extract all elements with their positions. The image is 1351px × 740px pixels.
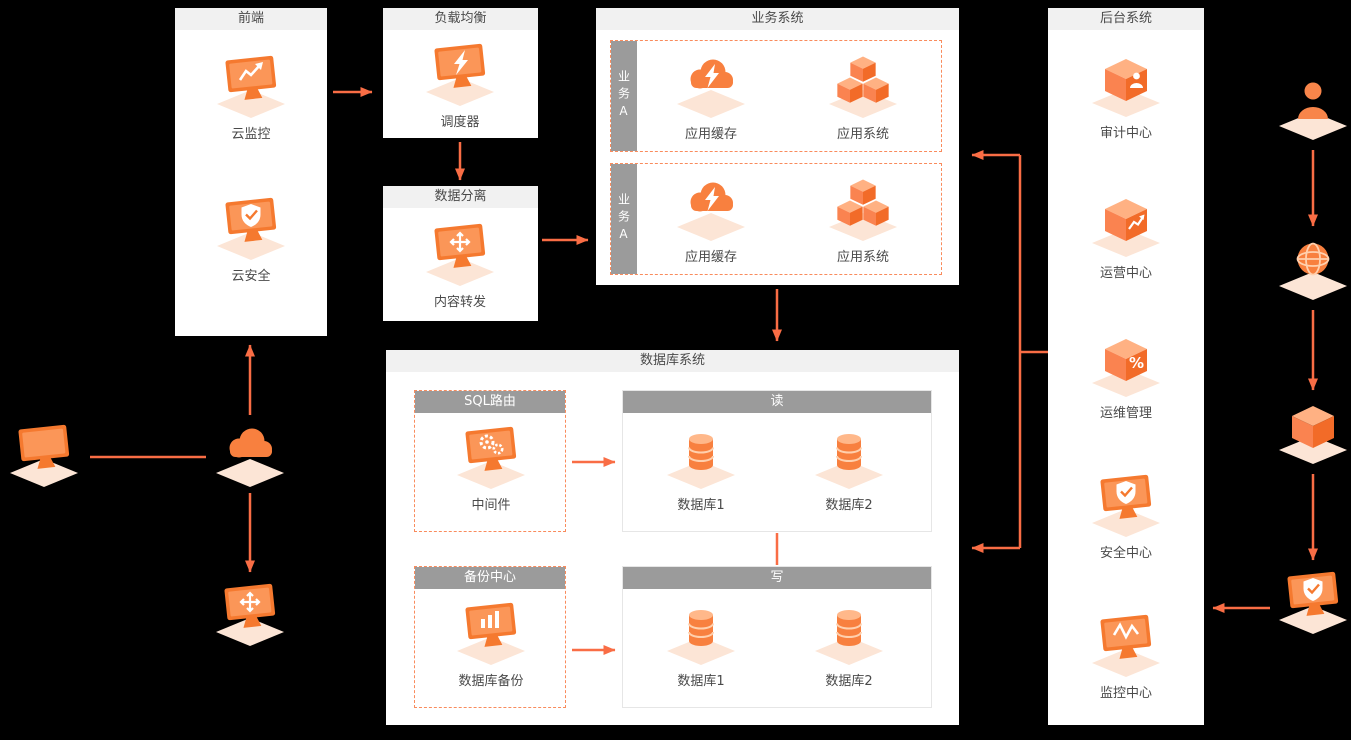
node-label: 云安全 [231, 269, 271, 284]
node-label: 应用系统 [836, 250, 889, 265]
monitoring-center-icon [1088, 611, 1164, 679]
node-app-cache: 应用缓存 [656, 52, 766, 142]
ops-management-icon [1088, 331, 1164, 399]
node-audit-center: 审计中心 [1071, 51, 1181, 141]
section-write-title: 写 [623, 567, 931, 589]
node-ops-management: 运维管理 [1071, 331, 1181, 421]
app-system-icon [825, 52, 901, 120]
panel-data-split: 数据分离 内容转发 [383, 186, 538, 321]
section-backup-title: 备份中心 [415, 567, 565, 589]
cloud-monitor-icon [213, 52, 289, 120]
business-group-tab: 业务A [611, 41, 637, 151]
section-write: 写 数据库1 数据库2 [622, 566, 932, 708]
panel-backend: 后台系统 审计中心 运营中心 运维管理 安全中心 监控中心 [1048, 8, 1204, 725]
node-label: 应用缓存 [684, 250, 737, 265]
panel-load-balance-title: 负载均衡 [383, 8, 538, 30]
section-read: 读 数据库1 数据库2 [622, 390, 932, 532]
section-read-title: 读 [623, 391, 931, 413]
section-backup: 备份中心 数据库备份 [414, 566, 566, 708]
panel-data-split-title: 数据分离 [383, 186, 538, 208]
database-icon [811, 599, 887, 667]
user-icon [1275, 74, 1351, 142]
database-icon [811, 423, 887, 491]
client-terminal-icon [6, 421, 82, 489]
node-label: 运营中心 [1099, 266, 1152, 281]
db-backup-icon [453, 599, 529, 667]
panel-load-balance: 负载均衡 调度器 [383, 8, 538, 138]
cloud-icon [212, 421, 288, 489]
node-middleware: 中间件 [436, 423, 546, 513]
node-label: 应用缓存 [684, 127, 737, 142]
content-forward-icon [422, 220, 498, 288]
node-label: 运维管理 [1099, 406, 1152, 421]
node-operation-center: 运营中心 [1071, 191, 1181, 281]
resource-box-icon [1275, 398, 1351, 466]
node-cloud-security: 云安全 [196, 194, 306, 284]
node-label: 内容转发 [433, 295, 486, 310]
node-label: 数据库1 [677, 674, 725, 689]
node-database-2: 数据库2 [794, 423, 904, 513]
app-cache-icon [673, 52, 749, 120]
middleware-icon [453, 423, 529, 491]
node-cloud-monitor: 云监控 [196, 52, 306, 142]
node-db-backup: 数据库备份 [436, 599, 546, 689]
node-monitoring-center: 监控中心 [1071, 611, 1181, 701]
node-label: 监控中心 [1099, 686, 1152, 701]
business-group-a2: 业务A 应用缓存 应用系统 [610, 163, 942, 275]
panel-frontend-title: 前端 [175, 8, 327, 30]
node-label: 数据库2 [825, 498, 873, 513]
node-security-center: 安全中心 [1071, 471, 1181, 561]
panel-business-title: 业务系统 [596, 8, 959, 30]
node-database-1: 数据库1 [646, 599, 756, 689]
node-label: 调度器 [440, 115, 480, 130]
node-label: 云监控 [231, 127, 271, 142]
scheduler-icon [422, 40, 498, 108]
node-label: 审计中心 [1099, 126, 1152, 141]
cloud-security-icon [213, 194, 289, 262]
panel-database-title: 数据库系统 [386, 350, 959, 372]
business-group-a1: 业务A 应用缓存 应用系统 [610, 40, 942, 152]
node-app-cache: 应用缓存 [656, 175, 766, 265]
node-label: 应用系统 [836, 127, 889, 142]
internet-globe-icon [1275, 234, 1351, 302]
panel-frontend: 前端 云监控 云安全 [175, 8, 327, 336]
node-label: 数据库备份 [458, 674, 524, 689]
panel-database: 数据库系统 SQL路由 中间件 读 数据库1 数据库2 备份中心 数据库备 [386, 350, 959, 725]
node-app-system: 应用系统 [808, 175, 918, 265]
section-sql-route-title: SQL路由 [415, 391, 565, 413]
business-group-tab: 业务A [611, 164, 637, 274]
node-scheduler: 调度器 [405, 40, 515, 130]
node-database-1: 数据库1 [646, 423, 756, 513]
node-label: 数据库2 [825, 674, 873, 689]
operation-center-icon [1088, 191, 1164, 259]
transfer-terminal-icon [212, 580, 288, 648]
database-icon [663, 599, 739, 667]
node-content-forward: 内容转发 [405, 220, 515, 310]
node-label: 数据库1 [677, 498, 725, 513]
database-icon [663, 423, 739, 491]
security-terminal-icon [1275, 568, 1351, 636]
node-database-2: 数据库2 [794, 599, 904, 689]
security-center-icon [1088, 471, 1164, 539]
app-cache-icon [673, 175, 749, 243]
node-label: 安全中心 [1099, 546, 1152, 561]
app-system-icon [825, 175, 901, 243]
audit-center-icon [1088, 51, 1164, 119]
node-app-system: 应用系统 [808, 52, 918, 142]
panel-business: 业务系统 业务A 应用缓存 应用系统 业务A 应用缓存 应用系统 [596, 8, 959, 285]
node-label: 中间件 [471, 498, 511, 513]
panel-backend-title: 后台系统 [1048, 8, 1204, 30]
section-sql-route: SQL路由 中间件 [414, 390, 566, 532]
